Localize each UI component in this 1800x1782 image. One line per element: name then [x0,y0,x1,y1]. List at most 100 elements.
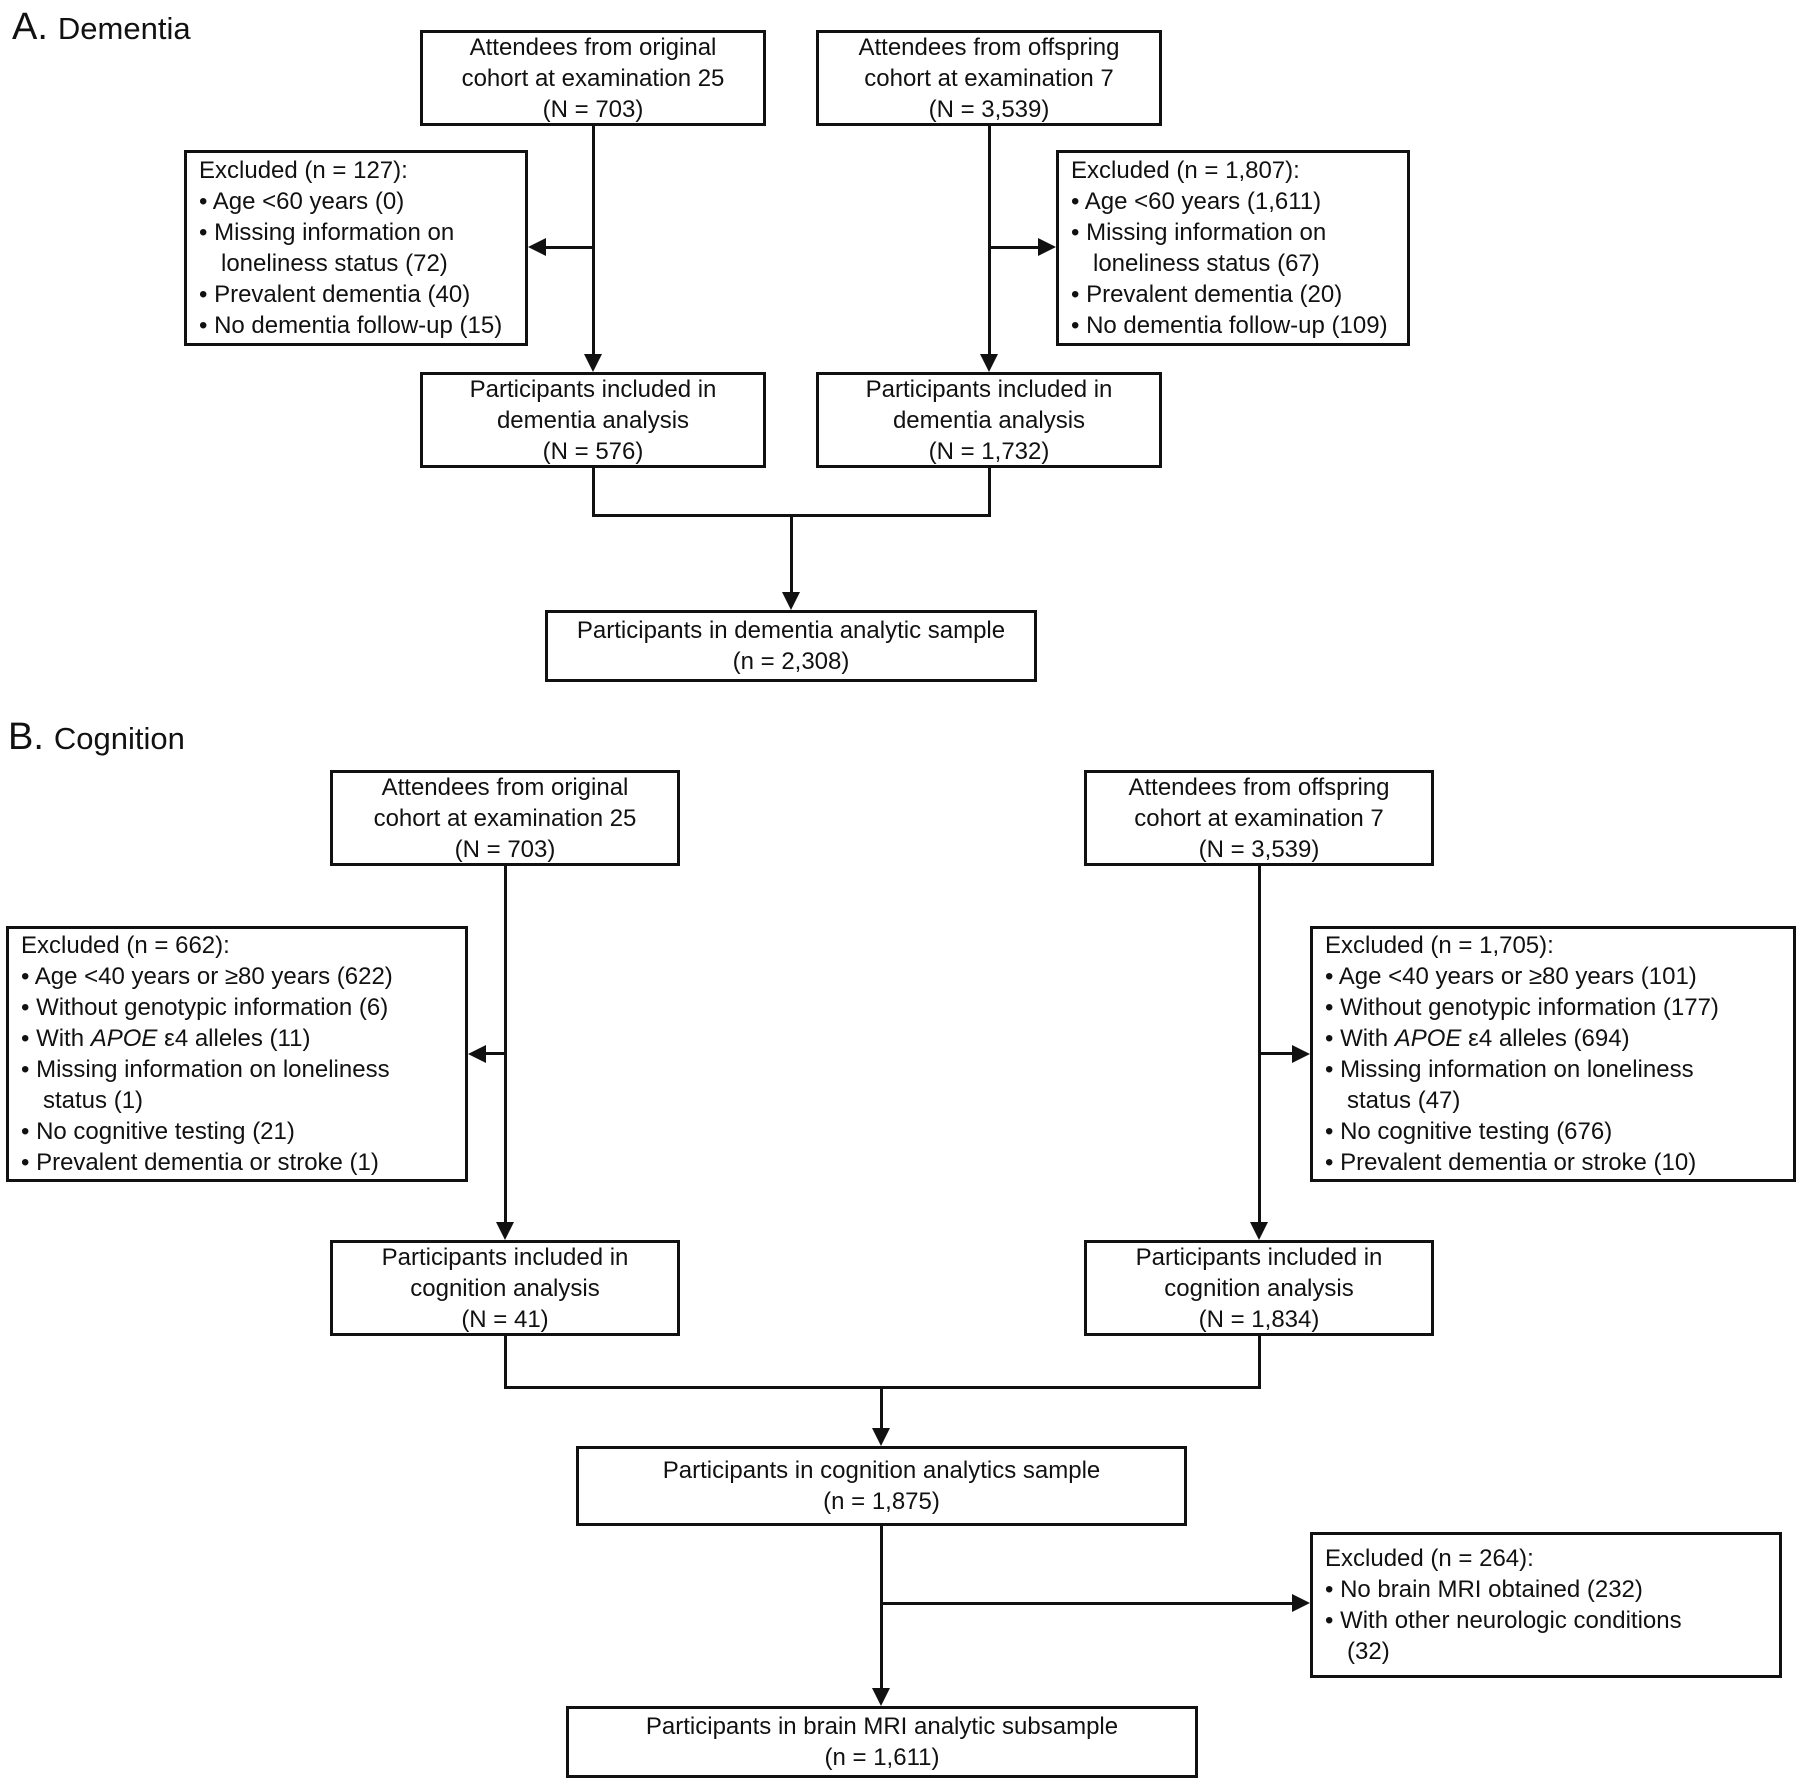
b-source-original-box: Attendees from original cohort at examin… [330,770,680,866]
box-line: • Prevalent dementia or stroke (10) [1325,1149,1697,1176]
box-line: Participants in dementia analytic sample [576,617,1006,644]
apoe-italic-text: APOE [1394,1025,1462,1052]
a-right-vertical-line [988,126,991,360]
b-source-offspring-box: Attendees from offspring cohort at exami… [1084,770,1434,866]
a-right-merge-stub [988,468,991,516]
b-excluded-original-box: Excluded (n = 662): • Age <40 years or ≥… [6,926,468,1182]
apoe-italic-text: APOE [90,1025,158,1052]
box-line: cognition analysis [1164,1274,1354,1302]
box-line: • Prevalent dementia (40) [199,281,471,308]
box-line: status (47) [1347,1087,1461,1114]
b-sample-box: Participants in cognition analytics samp… [576,1446,1187,1526]
box-line: • Age <60 years (1,611) [1071,188,1322,215]
box-line: loneliness status (72) [221,250,448,277]
b-right-branch-line [1259,1052,1294,1055]
a-sample-box: Participants in dementia analytic sample… [545,610,1037,682]
box-line: dementia analysis [496,406,690,434]
b-left-merge-stub [504,1336,507,1388]
a-source-offspring-box: Attendees from offspring cohort at exami… [816,30,1162,126]
a-left-merge-stub [592,468,595,516]
b-left-arrowhead-left [468,1045,486,1063]
box-line: • Age <60 years (0) [199,188,405,215]
box-line: • Age <40 years or ≥80 years (622) [21,963,393,990]
box-line: • Missing information on [199,219,455,246]
b-mri-sample-box: Participants in brain MRI analytic subsa… [566,1706,1198,1778]
a-left-arrowhead-down [584,354,602,372]
box-line: Participants in cognition analytics samp… [662,1457,1101,1484]
panel-a-letter: A. [12,6,48,48]
b-left-branch-line [484,1052,505,1055]
b-excluded-mri-box: Excluded (n = 264): • No brain MRI obtai… [1310,1532,1782,1678]
box-line: • Missing information on loneliness [21,1056,390,1083]
box-line: (N = 1,732) [928,437,1050,465]
a-merge-vertical-line [790,514,793,596]
box-line: • Prevalent dementia (20) [1071,281,1343,308]
bullet-text: • With [21,1025,91,1052]
box-line: • Missing information on loneliness [1325,1056,1694,1083]
panel-a-title: A. Dementia [12,6,191,49]
box-line: (N = 3,539) [928,95,1050,123]
b-right-merge-stub [1258,1336,1261,1388]
b-included-original-box: Participants included in cognition analy… [330,1240,680,1336]
b-mri-branch-line [881,1602,1294,1605]
box-line: (32) [1347,1638,1390,1665]
box-line: • No dementia follow-up (15) [199,312,503,339]
box-line: status (1) [43,1087,144,1114]
panel-b-title: B. Cognition [8,716,185,759]
b-right-vertical-line [1258,866,1261,1226]
a-left-arrowhead-left [528,238,546,256]
a-included-offspring-box: Participants included in dementia analys… [816,372,1162,468]
box-line: (N = 703) [454,835,556,863]
a-left-branch-line [544,246,593,249]
box-line: Excluded (n = 264): [1325,1545,1534,1572]
a-left-vertical-line [592,126,595,360]
b-mri-arrowhead-right [1292,1594,1310,1612]
b-left-vertical-line [504,866,507,1226]
box-line: Participants included in [1135,1243,1383,1271]
a-excluded-original-box: Excluded (n = 127): • Age <60 years (0) … [184,150,528,346]
box-line: cohort at examination 25 [373,804,637,832]
box-line: Attendees from original [469,33,717,61]
box-line: Excluded (n = 1,705): [1325,932,1554,959]
b-right-arrowhead-down [1250,1222,1268,1240]
a-excluded-offspring-box: Excluded (n = 1,807): • Age <60 years (1… [1056,150,1410,346]
b-left-arrowhead-down [496,1222,514,1240]
box-line: • Age <40 years or ≥80 years (101) [1325,963,1697,990]
box-line: Participants included in [865,375,1113,403]
box-line: (N = 3,539) [1198,835,1320,863]
box-line: loneliness status (67) [1093,250,1320,277]
box-line: Attendees from original [381,773,629,801]
panel-a-label: Dementia [57,11,191,46]
panel-b-letter: B. [8,716,44,758]
box-line: cognition analysis [410,1274,600,1302]
box-line: • No brain MRI obtained (232) [1325,1576,1643,1603]
a-merge-arrowhead-down [782,592,800,610]
box-line: Participants included in [469,375,717,403]
a-right-arrowhead-right [1038,238,1056,256]
b-merge-vertical-line [880,1386,883,1432]
box-line: • Missing information on [1071,219,1327,246]
box-line: dementia analysis [892,406,1086,434]
panel-b-label: Cognition [53,721,185,756]
bullet-text: ε4 alleles (694) [1461,1025,1630,1052]
box-line: (N = 41) [461,1305,549,1333]
a-right-arrowhead-down [980,354,998,372]
box-line: cohort at examination 7 [1134,804,1384,832]
box-line: Excluded (n = 1,807): [1071,157,1300,184]
a-source-original-box: Attendees from original cohort at examin… [420,30,766,126]
a-right-branch-line [989,246,1040,249]
b-merge-arrowhead-down [872,1428,890,1446]
box-line: • With APOE ε4 alleles (694) [1325,1023,1781,1054]
box-line: (n = 1,875) [823,1488,940,1515]
b-mri-arrowhead-down [872,1688,890,1706]
box-line: (n = 2,308) [732,648,850,675]
bullet-text: ε4 alleles (11) [157,1025,311,1052]
box-line: Participants included in [381,1243,629,1271]
box-line: • With APOE ε4 alleles (11) [21,1023,453,1054]
b-mri-vertical-line [880,1526,883,1692]
box-line: (N = 1,834) [1198,1305,1320,1333]
box-line: (N = 576) [542,437,644,465]
box-line: • No cognitive testing (21) [21,1118,295,1145]
box-line: cohort at examination 7 [864,64,1114,92]
